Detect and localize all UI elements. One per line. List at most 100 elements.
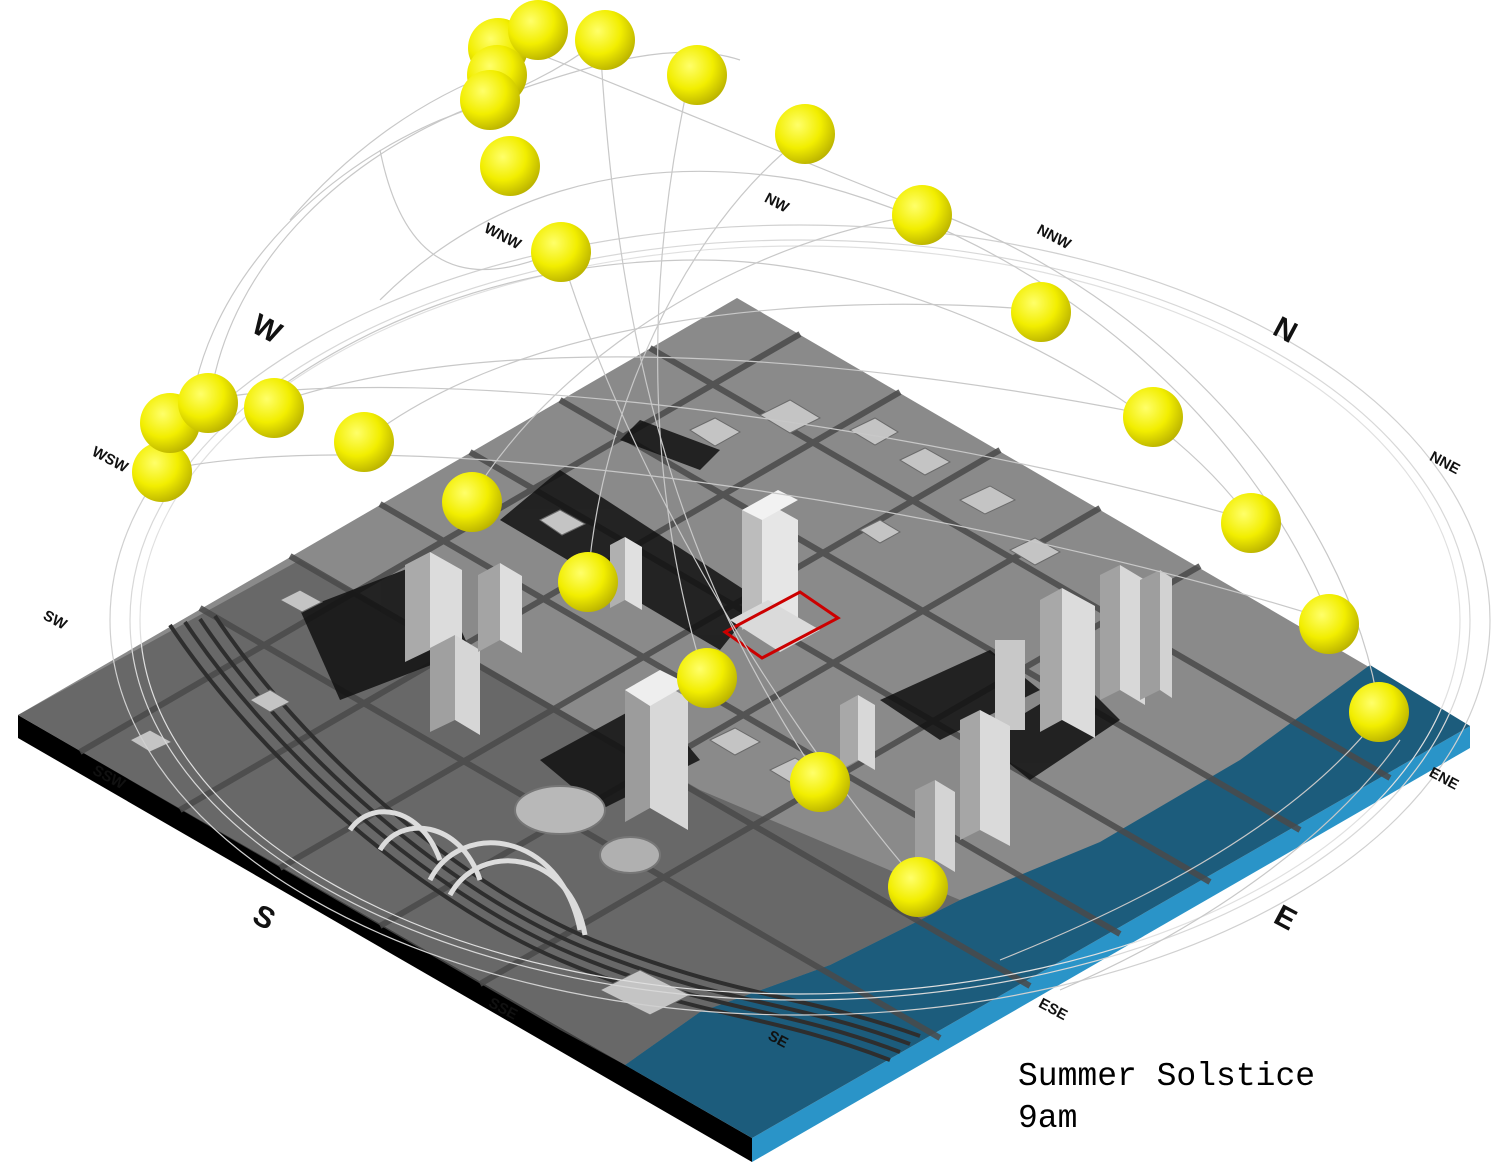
horizon-ring-outer [109, 224, 1491, 1016]
sun-sphere-icon [1011, 282, 1071, 342]
sun-sphere-icon [442, 472, 502, 532]
low-block [958, 485, 1017, 515]
compass-S: S [247, 898, 280, 937]
sun-sphere-icon [558, 552, 618, 612]
low-block [858, 519, 902, 544]
east-tower-4-right [980, 710, 1010, 846]
diagram-caption: Summer Solstice 9am [1018, 1056, 1315, 1140]
site-outline [722, 590, 841, 660]
winter-loop-4 [379, 149, 561, 271]
east-tower-6 [840, 695, 858, 770]
sun-sphere-icon [460, 70, 520, 130]
east-tower-5 [915, 780, 935, 870]
east-tower-5-right [935, 780, 955, 872]
west-tower-1 [405, 552, 430, 662]
sun-sphere-icon [1299, 594, 1359, 654]
sun-sphere-icon [480, 136, 540, 196]
compass-E: E [1269, 899, 1302, 938]
sun-sphere-icon [531, 222, 591, 282]
low-block [898, 447, 952, 476]
buildings [128, 399, 1172, 1016]
compass-WNW: WNW [481, 220, 524, 254]
winter-loop-2 [189, 39, 601, 421]
hour-arc-7 [269, 356, 1151, 416]
east-tower-2 [1100, 565, 1120, 700]
west-tower-3-right [500, 563, 522, 653]
east-tower-4 [960, 710, 980, 840]
sun-sphere-icon [775, 104, 835, 164]
compass-NNW: NNW [1034, 221, 1074, 253]
low-block [539, 509, 587, 536]
compass-ENE: ENE [1426, 764, 1461, 793]
water-arcs [999, 714, 1381, 961]
arena [599, 836, 661, 874]
sun-sphere-icon [677, 648, 737, 708]
site-tower-top [742, 490, 798, 520]
sun-sphere-icon [1221, 493, 1281, 553]
site-tower-left-face [742, 500, 762, 630]
sun-sphere-icon [178, 373, 238, 433]
sun-positions [132, 0, 1409, 917]
sun-sphere-icon [132, 442, 192, 502]
east-tower-2-right [1120, 565, 1145, 705]
base-slab-left-side [18, 715, 752, 1162]
sun-sphere-icon [892, 185, 952, 245]
hour-arc-2 [599, 39, 821, 781]
east-tower-6-right [858, 695, 875, 770]
low-block [1008, 537, 1062, 566]
daily-arc-winter [249, 259, 1251, 521]
water-arcs-2 [1059, 739, 1401, 991]
bridge-arches [347, 809, 588, 936]
horizon-ring-inner [129, 239, 1471, 1001]
compass-SW: SW [40, 607, 70, 634]
east-tower-3-right [1160, 570, 1172, 698]
compass-WSW: WSW [89, 443, 132, 476]
west-tower-3 [478, 563, 500, 652]
sun-sphere-icon [244, 378, 304, 438]
hour-arc-3 [656, 74, 706, 681]
hour-arc-9 [164, 454, 1331, 621]
highway-corridor [168, 614, 921, 1062]
daily-arc-summer [499, 39, 1381, 716]
residential-tower-right [650, 676, 688, 830]
residential-tower-left [625, 676, 650, 822]
sun-sphere-icon [1349, 682, 1409, 742]
west-tower-2 [430, 635, 455, 732]
base-slab-right-side [752, 726, 1470, 1162]
caption-season: Summer Solstice [1018, 1058, 1316, 1095]
west-tower-2-right [455, 635, 480, 735]
dark-lower-ground [18, 560, 960, 1065]
sun-path-arcs [109, 39, 1491, 1016]
city-model [18, 298, 1470, 1162]
low-block [708, 727, 762, 756]
hour-arc-6 [364, 303, 1041, 441]
low-block [278, 589, 324, 613]
compass-N: N [1268, 311, 1303, 350]
sun-sphere-icon [1123, 387, 1183, 447]
compass-NW: NW [762, 190, 793, 217]
low-block [688, 417, 742, 447]
east-tower-1 [1040, 588, 1062, 732]
sun-sphere-icon [334, 412, 394, 472]
east-cylinder [995, 640, 1025, 730]
compass-W: W [246, 308, 287, 351]
compass-NNE: NNE [1427, 448, 1463, 478]
sun-sphere-icon [888, 857, 948, 917]
hour-arc-8 [204, 386, 1251, 521]
hour-arc-4 [587, 134, 806, 581]
sun-sphere-icon [508, 0, 568, 60]
hour-arc-5 [469, 214, 921, 501]
stadium [514, 785, 606, 835]
sun-sphere-icon [667, 45, 727, 105]
sun-sphere-icon [790, 752, 850, 812]
west-tower-4-right [625, 537, 642, 610]
sun-sphere-icon [575, 10, 635, 70]
east-tower-3 [1140, 570, 1160, 700]
low-block [248, 689, 292, 713]
east-tower-1-right [1062, 588, 1095, 738]
caption-time: 9am [1018, 1100, 1078, 1137]
daily-arc-equinox [379, 170, 1331, 621]
compass-ESE: ESE [1036, 995, 1070, 1024]
residential-tower-top [625, 670, 688, 706]
